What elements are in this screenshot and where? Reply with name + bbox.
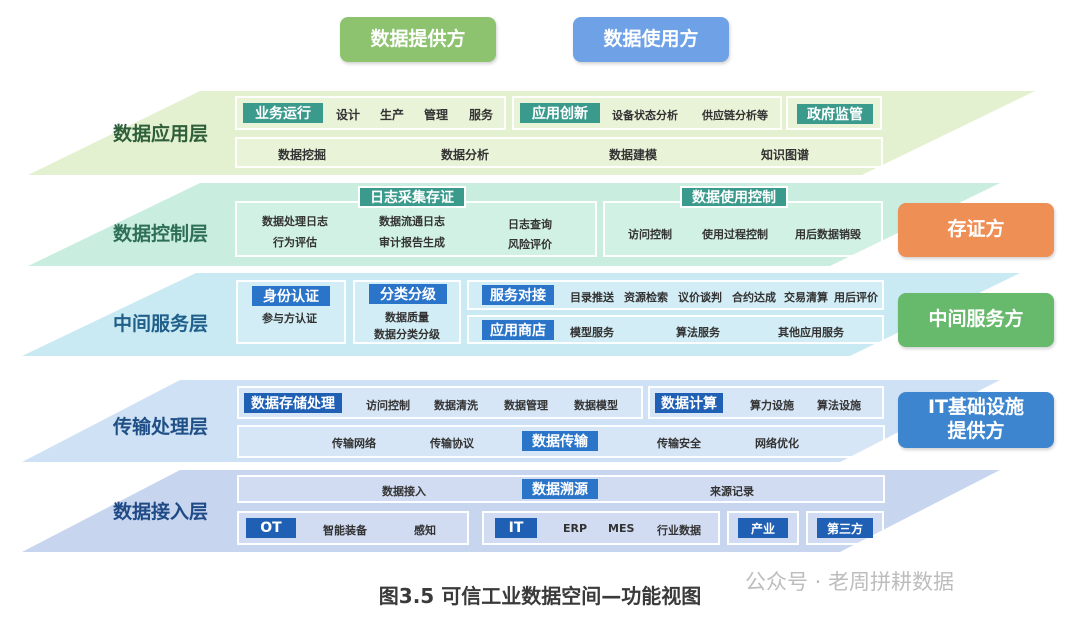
compute-item-algorithm: 算法设施 bbox=[817, 399, 861, 412]
middle-service-label: 中间服务方 bbox=[928, 308, 1024, 331]
trace-item-source-record: 来源记录 bbox=[710, 485, 754, 498]
log-collection-tag: 日志采集存证 bbox=[358, 186, 466, 208]
app-innovation-tag: 应用创新 bbox=[520, 103, 600, 123]
it-item-industry-data: 行业数据 bbox=[657, 524, 701, 537]
it-item-mes: MES bbox=[608, 522, 635, 535]
match-item-resource-search: 资源检索 bbox=[624, 291, 668, 304]
ot-item-sensing: 感知 bbox=[414, 524, 436, 537]
storage-item-management: 数据管理 bbox=[504, 399, 548, 412]
log-item-risk-eval: 风险评价 bbox=[508, 238, 552, 251]
business-operation-tag: 业务运行 bbox=[243, 103, 323, 123]
analytics-item-mining: 数据挖掘 bbox=[278, 148, 327, 162]
usage-item-destroy: 用后数据销毁 bbox=[795, 228, 861, 241]
computing-tag: 数据计算 bbox=[655, 393, 723, 413]
biz-item-design: 设计 bbox=[336, 108, 361, 122]
match-item-contract: 合约达成 bbox=[732, 291, 776, 304]
identity-tag: 身份认证 bbox=[252, 286, 330, 306]
storage-item-model: 数据模型 bbox=[574, 399, 618, 412]
transport-layer-name: 传输处理层 bbox=[113, 416, 209, 438]
biz-item-service: 服务 bbox=[469, 108, 494, 122]
storage-processing-tag: 数据存储处理 bbox=[244, 393, 342, 413]
figure-caption: 图3.5 可信工业数据空间—功能视图 bbox=[378, 584, 702, 608]
infra-provider-role: IT基础设施 提供方 bbox=[898, 392, 1054, 448]
evidence-label: 存证方 bbox=[947, 218, 1005, 241]
analytics-item-knowledge-graph: 知识图谱 bbox=[761, 148, 810, 162]
third-party-tag: 第三方 bbox=[817, 518, 873, 538]
storage-item-cleaning: 数据清洗 bbox=[434, 399, 478, 412]
innov-item-supply-chain: 供应链分析等 bbox=[702, 109, 768, 122]
computing-box bbox=[648, 386, 884, 419]
storage-item-access: 访问控制 bbox=[366, 399, 410, 412]
data-user-label: 数据使用方 bbox=[603, 27, 699, 50]
data-provider-label: 数据提供方 bbox=[370, 27, 466, 50]
trans-item-protocol: 传输协议 bbox=[430, 437, 474, 450]
middle-layer-name: 中间服务层 bbox=[113, 313, 209, 335]
store-item-model: 模型服务 bbox=[570, 326, 614, 339]
analytics-item-analysis: 数据分析 bbox=[441, 148, 490, 162]
usage-item-process-control: 使用过程控制 bbox=[702, 228, 768, 241]
match-item-clearing: 交易清算 bbox=[784, 291, 828, 304]
trace-item-access: 数据接入 bbox=[382, 485, 426, 498]
usage-control-box bbox=[603, 201, 883, 257]
analytics-box bbox=[235, 137, 883, 168]
app-innovation-box bbox=[512, 96, 782, 130]
innov-item-device-analysis: 设备状态分析 bbox=[612, 109, 678, 122]
control-layer-name: 数据控制层 bbox=[113, 223, 209, 245]
log-item-circulation-log: 数据流通日志 bbox=[379, 215, 445, 228]
access-layer-name: 数据接入层 bbox=[113, 501, 209, 523]
it-item-erp: ERP bbox=[563, 522, 588, 535]
classify-tag: 分类分级 bbox=[369, 284, 447, 304]
trans-item-security: 传输安全 bbox=[657, 437, 701, 450]
data-traceability-tag: 数据溯源 bbox=[522, 479, 598, 499]
infra-label-line2: 提供方 bbox=[947, 420, 1005, 442]
middle-service-role: 中间服务方 bbox=[898, 293, 1054, 347]
evidence-role: 存证方 bbox=[898, 203, 1054, 257]
gov-regulation-tag: 政府监管 bbox=[797, 104, 873, 124]
log-collection-box bbox=[235, 201, 597, 257]
log-item-log-query: 日志查询 bbox=[508, 218, 552, 231]
classify-item-grading: 数据分类分级 bbox=[374, 328, 440, 341]
infra-label-line1: IT基础设施 bbox=[927, 396, 1025, 419]
store-item-algorithm: 算法服务 bbox=[676, 326, 720, 339]
ot-tag: OT bbox=[246, 518, 296, 538]
match-item-catalog-push: 目录推送 bbox=[570, 291, 614, 304]
log-item-behavior-eval: 行为评估 bbox=[273, 236, 317, 249]
data-transmission-tag: 数据传输 bbox=[522, 431, 598, 451]
compute-item-power: 算力设施 bbox=[750, 399, 794, 412]
biz-item-production: 生产 bbox=[380, 108, 405, 122]
identity-item-participant: 参与方认证 bbox=[262, 312, 317, 325]
log-item-processing-log: 数据处理日志 bbox=[262, 215, 328, 228]
trans-item-optimize: 网络优化 bbox=[755, 437, 799, 450]
watermark: 公众号 · 老周拼耕数据 bbox=[745, 570, 955, 594]
data-user-role: 数据使用方 bbox=[573, 17, 729, 62]
app-store-tag: 应用商店 bbox=[482, 320, 554, 340]
match-item-negotiation: 议价谈判 bbox=[678, 291, 722, 304]
trans-item-network: 传输网络 bbox=[332, 437, 376, 450]
match-item-review: 用后评价 bbox=[834, 291, 878, 304]
usage-item-access-control: 访问控制 bbox=[628, 228, 672, 241]
log-item-audit-report: 审计报告生成 bbox=[379, 236, 445, 249]
service-matching-tag: 服务对接 bbox=[482, 285, 554, 305]
industry-tag: 产业 bbox=[738, 518, 788, 538]
ot-item-smart-equipment: 智能装备 bbox=[323, 524, 367, 537]
analytics-item-modeling: 数据建模 bbox=[609, 148, 658, 162]
usage-control-tag: 数据使用控制 bbox=[680, 186, 788, 208]
biz-item-management: 管理 bbox=[424, 108, 449, 122]
store-item-other: 其他应用服务 bbox=[778, 326, 844, 339]
application-layer-name: 数据应用层 bbox=[113, 123, 209, 145]
classify-item-quality: 数据质量 bbox=[385, 311, 429, 324]
data-provider-role: 数据提供方 bbox=[340, 17, 496, 62]
it-tag: IT bbox=[495, 518, 537, 538]
